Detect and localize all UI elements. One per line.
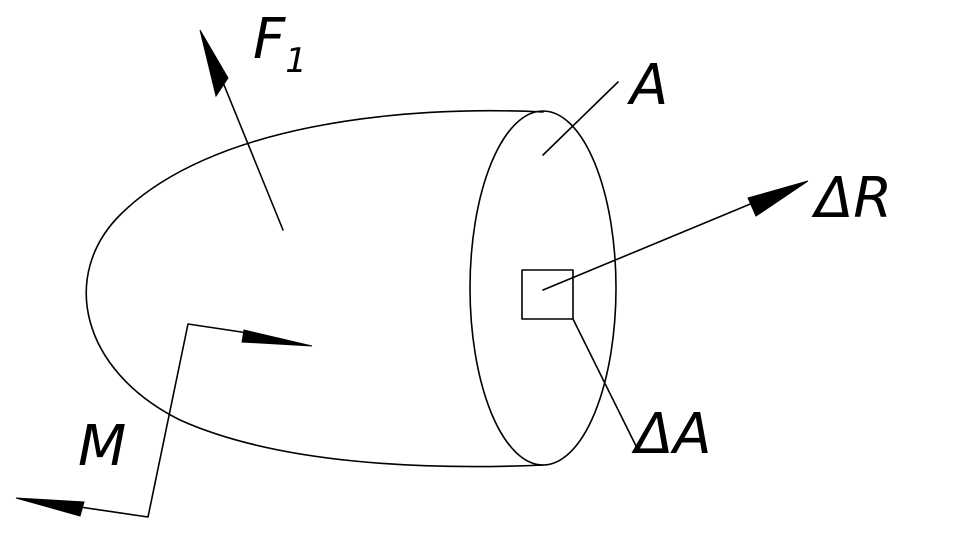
delta-a-leader-line bbox=[572, 318, 638, 449]
force-arrow-shaft bbox=[221, 79, 284, 231]
moment-bent-line bbox=[79, 323, 249, 518]
body-outline bbox=[85, 109, 544, 468]
moment-upper-arrow-head bbox=[241, 329, 313, 347]
force-arrow-head bbox=[199, 29, 229, 98]
force-label: F1 bbox=[253, 7, 307, 81]
moment-label: M bbox=[78, 414, 126, 479]
area-label: A bbox=[627, 53, 668, 118]
delta-a-label: ΔA bbox=[631, 402, 712, 467]
moment-lower-arrow-head bbox=[15, 497, 85, 517]
cross-section-ellipse bbox=[469, 110, 617, 466]
force-label-subscript: 1 bbox=[285, 41, 307, 81]
delta-r-arrow-shaft bbox=[542, 199, 761, 291]
area-leader-line bbox=[542, 81, 619, 156]
delta-r-label: ΔR bbox=[811, 166, 892, 231]
area-element-square bbox=[521, 269, 574, 320]
force-label-main: F bbox=[253, 7, 286, 72]
delta-r-arrow-head bbox=[747, 180, 809, 217]
